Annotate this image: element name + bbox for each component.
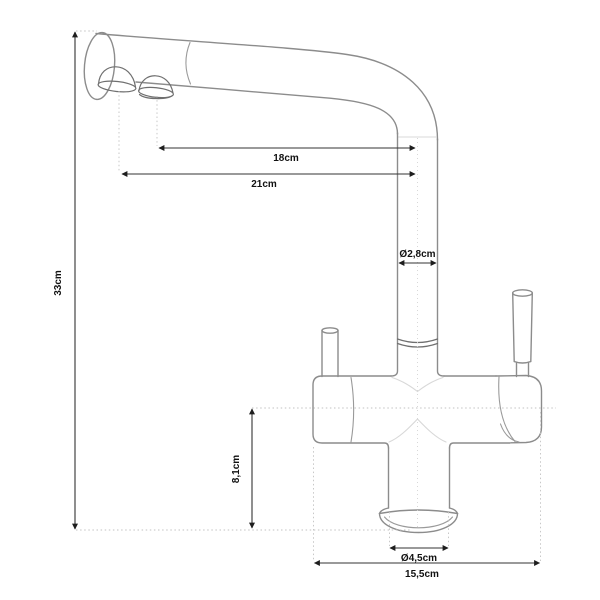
faucet-body — [312, 374, 543, 449]
right-handle-top-cap — [512, 289, 534, 297]
base-column — [387, 447, 451, 509]
body-left-outline — [312, 375, 392, 449]
left-handle-stem — [321, 329, 339, 378]
spout-bottom-edge — [135, 81, 399, 135]
left-handle-top-cap — [321, 327, 339, 334]
rear-nozzle-rim — [97, 80, 137, 93]
front-nozzle-band — [138, 93, 174, 100]
rear-reach-label: 21cm — [251, 179, 277, 190]
left-handle — [321, 327, 339, 378]
body-left-cap-seam — [350, 376, 355, 443]
right-handle-stem — [512, 292, 533, 363]
base-flange-bottom — [378, 512, 459, 534]
body-height-label: 8,1cm — [231, 455, 242, 483]
right-handle-neck — [515, 361, 530, 378]
total-height-label: 33cm — [53, 270, 64, 296]
faucet-base — [378, 447, 459, 534]
body-right-cap-outline — [495, 374, 543, 444]
dimension-spout-reach-front: 18cm — [158, 145, 416, 164]
pipe-right-edge — [436, 138, 445, 377]
rear-nozzle-dome — [97, 66, 137, 88]
pipe-left-edge — [390, 132, 399, 377]
pipe-diameter-label: Ø2,8cm — [399, 249, 435, 260]
dimension-spout-reach-rear: 21cm — [121, 171, 416, 190]
body-right-cap-seam — [498, 376, 516, 443]
pipe-joint-seam-upper — [396, 338, 439, 344]
base-flange-inner-arc — [383, 516, 454, 529]
dimension-pipe-diameter: Ø2,8cm — [398, 249, 437, 266]
right-handle — [512, 289, 534, 378]
body-bottom-right-edge — [448, 442, 511, 449]
overall-width-label: 15,5cm — [405, 569, 439, 580]
reference-lines — [76, 30, 556, 561]
right-handle-stem-base — [513, 360, 532, 364]
spout-top-edge — [95, 32, 439, 141]
front-reach-label: 18cm — [273, 153, 299, 164]
base-diameter-extensions — [389, 512, 449, 546]
base-diameter-label: Ø4,5cm — [401, 553, 437, 564]
body-top-waist-curve — [391, 376, 444, 393]
front-nozzle-dome — [138, 75, 174, 94]
faucet-outline-drawing — [83, 31, 543, 534]
dimension-base-diameter: Ø4,5cm — [389, 545, 449, 564]
faucet-spout — [83, 31, 439, 141]
base-flange-shoulders — [378, 507, 459, 515]
dimension-body-height: 8,1cm — [231, 408, 255, 529]
body-right-cap-bottom-arc — [499, 423, 520, 443]
spout-seam-arc — [185, 41, 192, 85]
dimension-overall-width: 15,5cm — [313, 560, 541, 580]
base-flange-top-rim — [378, 509, 459, 515]
dimension-total-height: 33cm — [53, 31, 78, 530]
front-nozzle-rim — [137, 86, 175, 99]
